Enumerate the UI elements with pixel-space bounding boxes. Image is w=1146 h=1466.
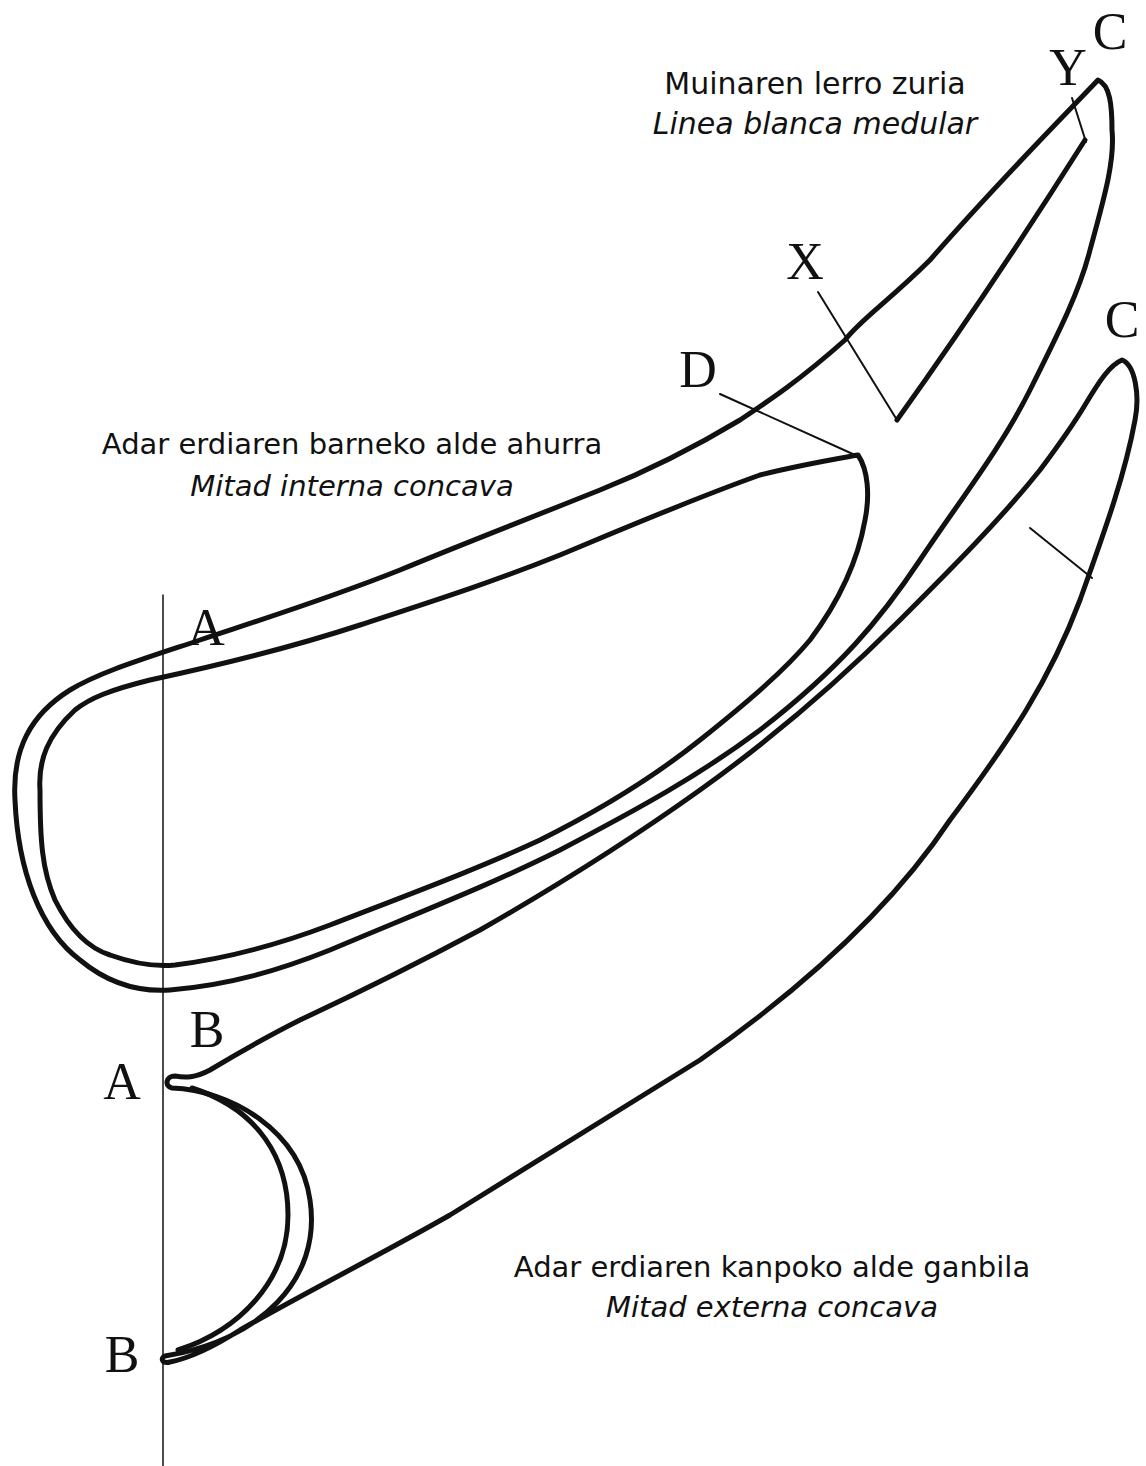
point-letter: A bbox=[187, 602, 225, 654]
section-mark bbox=[1030, 528, 1092, 578]
leader-line bbox=[1072, 98, 1086, 142]
leader-line bbox=[818, 292, 897, 420]
point-letter: D bbox=[679, 344, 717, 396]
point-letter: B bbox=[105, 1329, 140, 1381]
point-letter: C bbox=[1105, 294, 1140, 346]
leader-line bbox=[720, 394, 855, 455]
outer-half-outline bbox=[162, 360, 1137, 1362]
point-letter: Y bbox=[1049, 42, 1087, 94]
part-name: Muinaren lerro zuria bbox=[664, 69, 965, 99]
crescent-inner-line bbox=[178, 1088, 288, 1350]
point-letter: X bbox=[786, 236, 824, 288]
part-name-translation: Mitad interna concava bbox=[190, 472, 514, 501]
inner-hollow-outline bbox=[40, 455, 868, 966]
point-letter: C bbox=[1093, 6, 1128, 58]
inner-half-outline bbox=[15, 80, 1113, 990]
part-name: Adar erdiaren kanpoko alde ganbila bbox=[514, 1253, 1030, 1282]
part-name-translation: Linea blanca medular bbox=[653, 109, 977, 139]
point-letter: A bbox=[103, 1056, 141, 1108]
part-name-translation: Mitad externa concava bbox=[606, 1293, 938, 1322]
part-name: Adar erdiaren barneko alde ahurra bbox=[102, 430, 602, 459]
medullary-line bbox=[897, 140, 1085, 420]
reference-line bbox=[162, 595, 164, 1466]
point-letter: B bbox=[190, 1004, 225, 1056]
